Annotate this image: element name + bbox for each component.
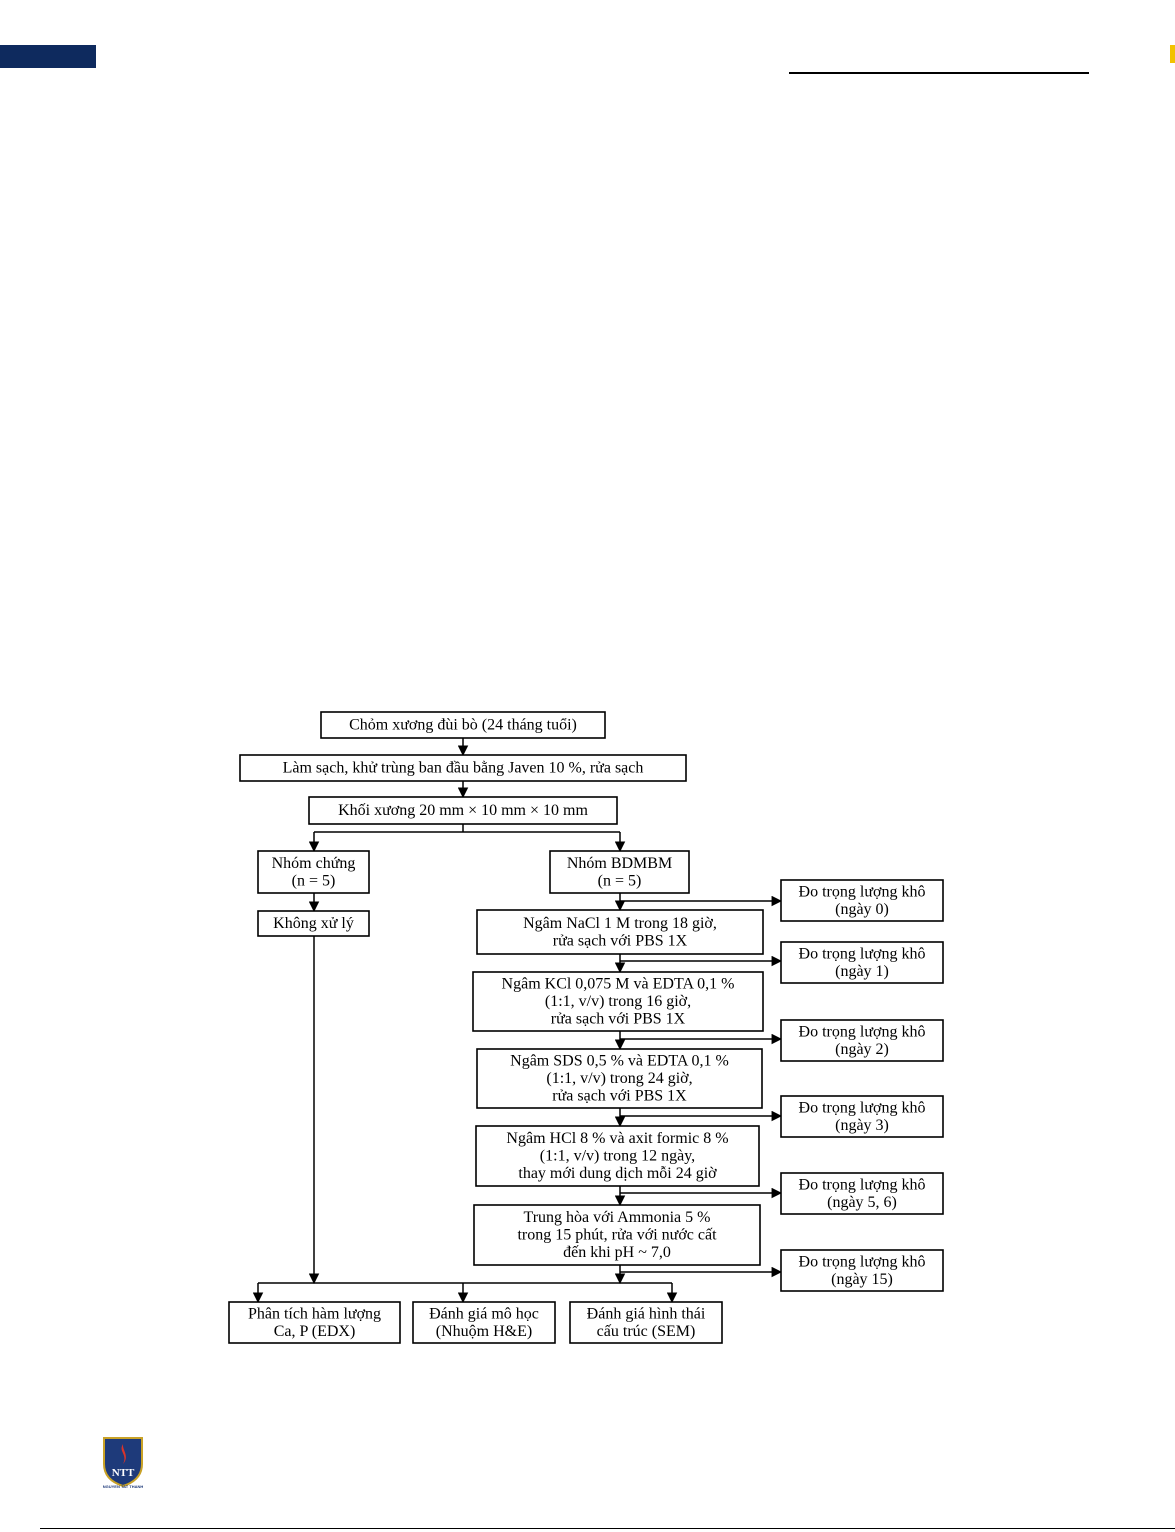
node-box [308, 796, 618, 825]
node-n6: Không xử lý [257, 910, 370, 937]
node-n3: Khối xương 20 mm × 10 mm × 10 mm [308, 796, 618, 825]
node-box [780, 941, 944, 984]
header-rule [789, 72, 1089, 74]
university-logo: NTT [103, 1437, 143, 1488]
node-label: (ngày 5, 6) [827, 1194, 897, 1211]
node-label: (Nhuộm H&E) [436, 1323, 532, 1340]
node-box [239, 754, 687, 782]
node-label: Đo trọng lượng khô [799, 1253, 926, 1270]
node-n5: Nhóm BDMBM(n = 5) [549, 850, 690, 894]
node-label: trong 15 phút, rửa với nước cất [517, 1227, 717, 1244]
node-label: thay mới dung dịch mỗi 24 giờ [518, 1165, 717, 1182]
node-label: (n = 5) [598, 872, 642, 889]
node-label: Ngâm SDS 0,5 % và EDTA 0,1 % [510, 1053, 729, 1070]
node-box [780, 1019, 944, 1062]
node-label: Đo trọng lượng khô [799, 1099, 926, 1116]
edge-mark [1170, 45, 1175, 63]
node-label: Đo trọng lượng khô [799, 883, 926, 900]
node-box [475, 1125, 760, 1187]
node-box [472, 971, 764, 1032]
node-w4: Đo trọng lượng khô(ngày 5, 6) [780, 1172, 944, 1215]
node-label: Ngâm HCl 8 % và axit formic 8 % [506, 1130, 728, 1147]
node-box [476, 909, 764, 955]
node-label: (ngày 0) [835, 901, 889, 918]
node-label: (1:1, v/v) trong 12 ngày, [540, 1148, 695, 1165]
node-n2: Làm sạch, khử trùng ban đầu bằng Javen 1… [239, 754, 687, 782]
node-w1: Đo trọng lượng khô(ngày 1) [780, 941, 944, 984]
svg-text:NGUYEN TAT THANH: NGUYEN TAT THANH [103, 1484, 144, 1489]
logo-text: NTT [112, 1467, 135, 1479]
nodes: Chỏm xương đùi bò (24 tháng tuổi) Làm sạc… [228, 711, 944, 1344]
node-label: (n = 5) [292, 872, 336, 889]
node-s1: Ngâm NaCl 1 M trong 18 giờ,rửa sạch với … [476, 909, 764, 955]
node-s2: Ngâm KCl 0,075 M và EDTA 0,1 %(1:1, v/v)… [472, 971, 764, 1032]
node-label: Ngâm NaCl 1 M trong 18 giờ, [523, 915, 717, 932]
node-n1: Chỏm xương đùi bò (24 tháng tuổi) [320, 711, 606, 739]
node-label: (ngày 1) [835, 963, 889, 980]
node-label: Đánh giá mô học [429, 1305, 539, 1322]
node-label: Làm sạch, khử trùng ban đầu bằng Javen 1… [283, 760, 644, 777]
header-accent-bar [0, 45, 96, 68]
node-label: Ngâm KCl 0,075 M và EDTA 0,1 % [502, 976, 735, 993]
node-label: Phân tích hàm lượng [248, 1305, 381, 1322]
node-label: rửa sạch với PBS 1X [551, 1011, 686, 1028]
node-box [320, 711, 606, 739]
node-label: (ngày 3) [835, 1117, 889, 1134]
flame-icon [121, 1444, 126, 1464]
node-label: Đo trọng lượng khô [799, 945, 926, 962]
node-box [780, 1172, 944, 1215]
node-label: rửa sạch với PBS 1X [553, 932, 688, 949]
node-label: Ca, P (EDX) [274, 1323, 356, 1340]
node-label: Đo trọng lượng khô [799, 1176, 926, 1193]
node-n4: Nhóm chứng(n = 5) [257, 850, 370, 894]
node-w5: Đo trọng lượng khô(ngày 15) [780, 1249, 944, 1292]
logo-caption: NGUYEN TAT THANH [103, 1484, 144, 1489]
node-label: Đánh giá hình thái [587, 1305, 706, 1322]
footer-rule [40, 1528, 1175, 1529]
node-s4: Ngâm HCl 8 % và axit formic 8 %(1:1, v/v… [475, 1125, 760, 1187]
node-box [257, 910, 370, 937]
node-box [412, 1301, 556, 1344]
node-s5: Trung hòa với Ammonia 5 %trong 15 phút, … [473, 1204, 761, 1266]
node-box [228, 1301, 401, 1344]
node-w2: Đo trọng lượng khô(ngày 2) [780, 1019, 944, 1062]
node-label: Nhóm chứng [272, 855, 356, 872]
node-label: rửa sạch với PBS 1X [552, 1088, 687, 1105]
node-w3: Đo trọng lượng khô(ngày 3) [780, 1095, 944, 1138]
node-label: (ngày 15) [831, 1271, 893, 1288]
node-box [780, 879, 944, 922]
node-box [257, 850, 370, 894]
node-box [569, 1301, 723, 1344]
node-label: Đo trọng lượng khô [799, 1023, 926, 1040]
node-o2: Đánh giá mô học(Nhuộm H&E) [412, 1301, 556, 1344]
node-label: Khối xương 20 mm × 10 mm × 10 mm [338, 802, 588, 819]
node-box [549, 850, 690, 894]
connectors [252, 738, 783, 1304]
node-box [476, 1048, 763, 1109]
node-box [473, 1204, 761, 1266]
node-label: Nhóm BDMBM [567, 855, 672, 872]
node-label: (1:1, v/v) trong 16 giờ, [545, 993, 691, 1010]
node-label: Chỏm xương đùi bò (24 tháng tuổi) [349, 717, 577, 734]
node-w0: Đo trọng lượng khô(ngày 0) [780, 879, 944, 922]
node-label: (1:1, v/v) trong 24 giờ, [546, 1070, 692, 1087]
node-label: Không xử lý [273, 915, 354, 932]
node-label: Trung hòa với Ammonia 5 % [524, 1209, 711, 1226]
node-s3: Ngâm SDS 0,5 % và EDTA 0,1 %(1:1, v/v) t… [476, 1048, 763, 1109]
node-label: đến khi pH ~ 7,0 [563, 1244, 671, 1261]
node-label: cấu trúc (SEM) [597, 1323, 696, 1340]
node-box [780, 1249, 944, 1292]
node-label: (ngày 2) [835, 1041, 889, 1058]
node-box [780, 1095, 944, 1138]
